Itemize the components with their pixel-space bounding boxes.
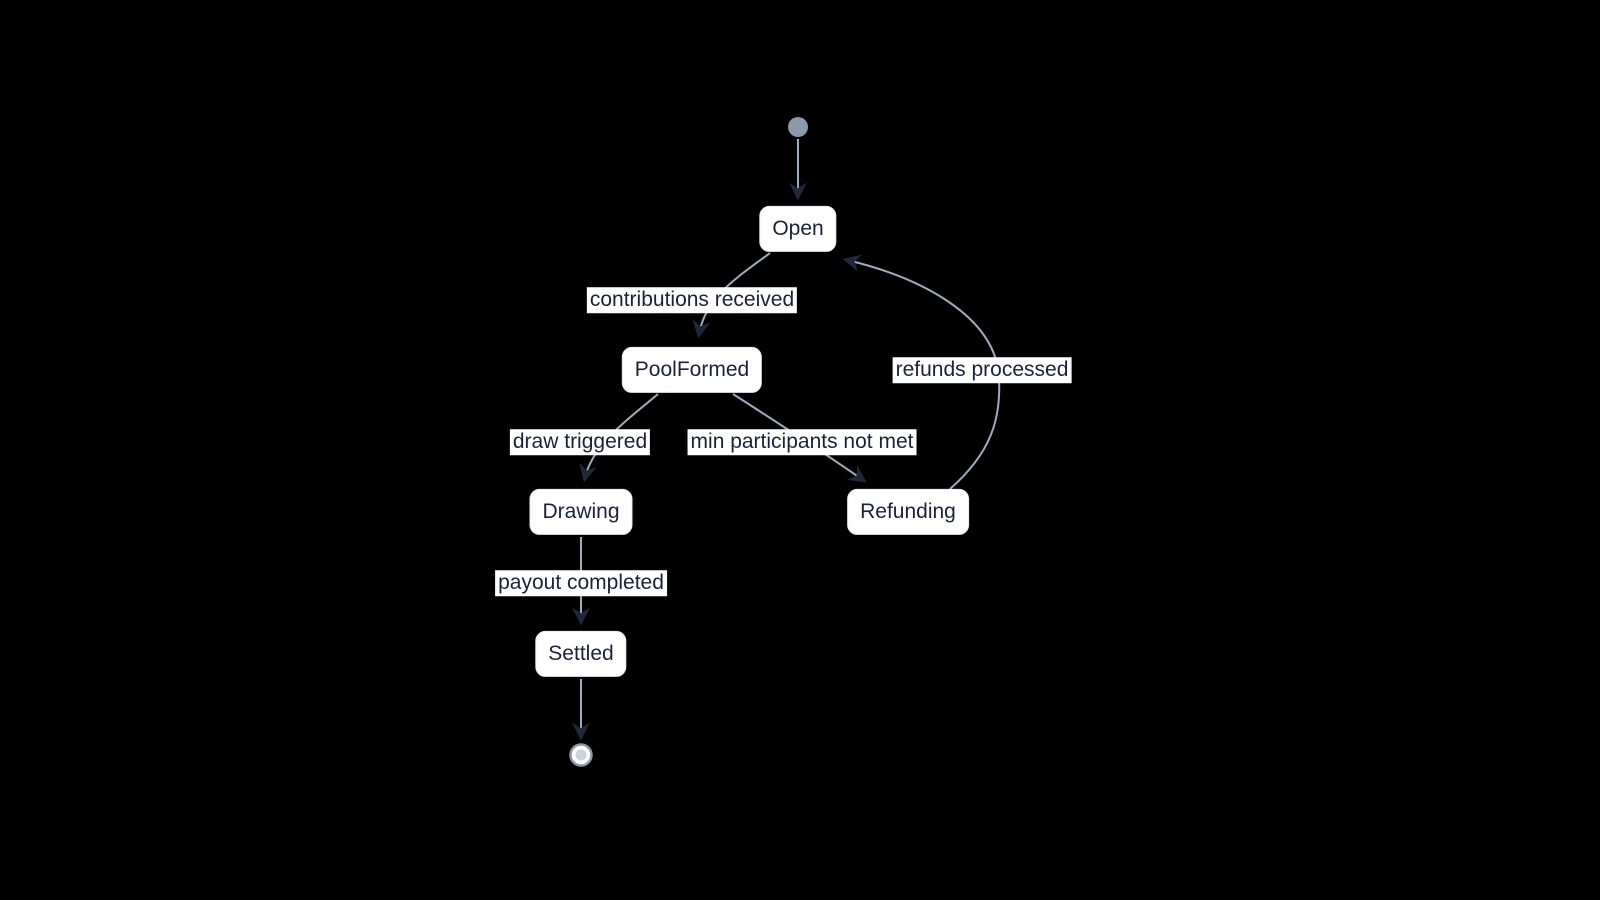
transition-label-min-participants-not-met: min participants not met	[687, 429, 917, 455]
transition-label-payout-completed: payout completed	[495, 570, 667, 596]
initial-state-icon	[788, 117, 808, 137]
state-node-refunding: Refunding	[847, 488, 969, 536]
transition-label-draw-triggered: draw triggered	[509, 429, 651, 455]
state-node-drawing: Drawing	[529, 488, 633, 536]
state-node-poolformed: PoolFormed	[621, 346, 763, 394]
transition-label-refunds-processed: refunds processed	[892, 357, 1072, 383]
state-node-open: Open	[759, 205, 837, 253]
transition-label-contributions-received: contributions received	[586, 287, 798, 313]
final-state-inner-dot-icon	[575, 749, 587, 761]
state-node-settled: Settled	[535, 630, 627, 678]
